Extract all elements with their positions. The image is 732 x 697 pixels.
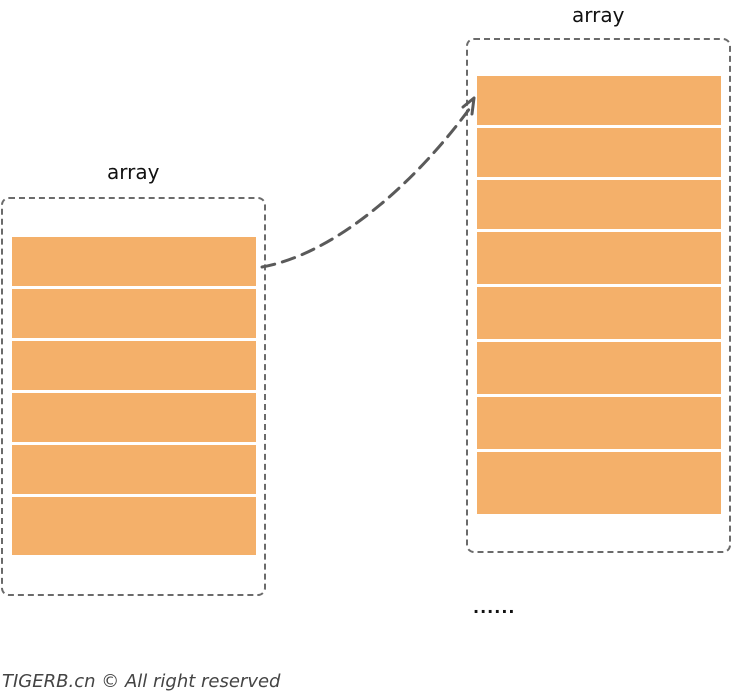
right-array-container: [466, 38, 731, 553]
right-array-cell: [477, 397, 721, 452]
left-array-cell: [12, 289, 256, 341]
left-array-cell: [12, 393, 256, 445]
left-array-cell: [12, 445, 256, 497]
right-array-cell: [477, 342, 721, 397]
left-array-cell: [12, 497, 256, 555]
right-array-cell: [477, 76, 721, 128]
left-array-label: array: [107, 160, 160, 184]
copyright-footer: TIGERB.cn © All right reserved: [2, 671, 281, 692]
left-array-cell: [12, 341, 256, 393]
left-array-container: [1, 197, 266, 596]
right-array-cell: [477, 287, 721, 342]
right-array-cell: [477, 180, 721, 232]
right-array-cells: [477, 76, 721, 514]
continuation-ellipsis: ......: [473, 598, 516, 617]
left-array-cells: [12, 237, 256, 555]
left-array-cell: [12, 237, 256, 289]
right-array-cell: [477, 232, 721, 287]
right-array-cell: [477, 452, 721, 514]
copy-arrow-line: [260, 106, 472, 269]
right-array-cell: [477, 128, 721, 180]
right-array-label: array: [572, 3, 625, 27]
